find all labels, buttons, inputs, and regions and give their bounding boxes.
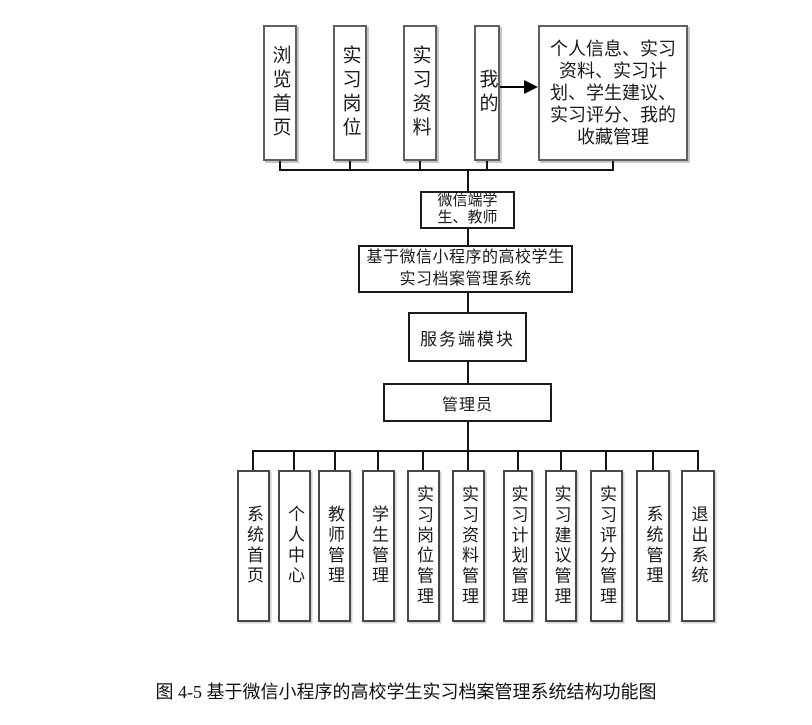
- connector-stub: [419, 161, 421, 171]
- system-title-text: 基于微信小程序的高校学生实习档案管理系统: [366, 249, 565, 288]
- connector-stub: [279, 161, 281, 171]
- arrow-shaft: [500, 86, 525, 88]
- admin-module-box-teacher-mgmt: 教师管理: [318, 470, 351, 622]
- wechat-module-label: 实习岗位: [339, 45, 361, 141]
- connector-horizontal: [279, 169, 614, 171]
- connector-stub: [422, 452, 424, 470]
- admin-module-box-system-home: 系统首页: [237, 470, 270, 622]
- admin-module-box-student-mgmt: 学生管理: [362, 470, 395, 622]
- server-module-text: 服务端模块: [420, 329, 515, 349]
- admin-module-box-internship-plan-mgmt: 实习计划管理: [503, 470, 533, 622]
- connector-stub: [697, 452, 699, 470]
- wechat-module-label: 浏览首页: [269, 45, 291, 141]
- wechat-module-box-browse-home: 浏览首页: [263, 25, 297, 161]
- wechat-users-text: 微信端学生、教师: [437, 193, 498, 226]
- admin-module-label: 系统管理: [643, 505, 663, 587]
- mine-features-text: 个人信息、实习资料、实习计划、学生建议、实习评分、我的收藏管理: [550, 39, 676, 147]
- admin-module-label: 实习建议管理: [551, 484, 571, 608]
- admin-module-label: 实习岗位管理: [414, 484, 433, 608]
- connector-stub: [377, 452, 379, 470]
- admin-module-box-internship-suggestion-mgmt: 实习建议管理: [545, 470, 577, 622]
- connector-stub: [517, 452, 519, 470]
- admin-module-label: 退出系统: [688, 505, 708, 587]
- connector-vertical: [467, 362, 469, 383]
- wechat-module-box-mine: 我的: [474, 25, 500, 161]
- admin-role-text: 管理员: [441, 396, 493, 414]
- system-title-box: 基于微信小程序的高校学生实习档案管理系统: [358, 245, 573, 293]
- admin-module-box-personal-center: 个人中心: [278, 470, 311, 622]
- connector-horizontal: [252, 450, 699, 452]
- mine-features-box: 个人信息、实习资料、实习计划、学生建议、实习评分、我的收藏管理: [538, 25, 688, 161]
- admin-module-box-exit-system: 退出系统: [681, 470, 715, 622]
- admin-role-box: 管理员: [383, 383, 552, 422]
- wechat-module-label: 我的: [476, 69, 498, 117]
- admin-module-label: 个人中心: [285, 505, 304, 587]
- connector-vertical: [467, 169, 469, 191]
- connector-stub: [252, 452, 254, 470]
- connector-stub: [293, 452, 295, 470]
- admin-module-box-system-mgmt: 系统管理: [636, 470, 670, 622]
- admin-module-box-internship-material-mgmt: 实习资料管理: [452, 470, 485, 622]
- connector-stub: [467, 452, 469, 470]
- connector-vertical: [467, 293, 469, 312]
- connector-stub: [652, 452, 654, 470]
- connector-stub: [612, 161, 614, 171]
- admin-module-label: 实习计划管理: [508, 484, 528, 608]
- figure-caption: 图 4-5 基于微信小程序的高校学生实习档案管理系统结构功能图: [155, 682, 657, 702]
- connector-vertical: [467, 422, 469, 452]
- connector-stub: [349, 161, 351, 171]
- wechat-module-box-internship-post: 实习岗位: [333, 25, 367, 161]
- admin-module-label: 教师管理: [325, 505, 344, 587]
- server-module-box: 服务端模块: [408, 312, 527, 362]
- connector-stub: [605, 452, 607, 470]
- admin-module-label: 实习资料管理: [459, 484, 478, 608]
- connector-stub: [486, 161, 488, 171]
- arrow-right-icon: [524, 80, 538, 94]
- admin-module-box-internship-post-mgmt: 实习岗位管理: [407, 470, 440, 622]
- admin-module-label: 系统首页: [244, 505, 263, 587]
- connector-vertical: [467, 229, 469, 245]
- admin-module-label: 实习评分管理: [597, 484, 616, 608]
- connector-stub: [560, 452, 562, 470]
- wechat-module-box-internship-material: 实习资料: [403, 25, 437, 161]
- admin-module-label: 学生管理: [369, 505, 388, 587]
- admin-module-box-internship-score-mgmt: 实习评分管理: [590, 470, 623, 622]
- connector-stub: [334, 452, 336, 470]
- wechat-module-label: 实习资料: [409, 45, 431, 141]
- wechat-users-box: 微信端学生、教师: [420, 191, 515, 229]
